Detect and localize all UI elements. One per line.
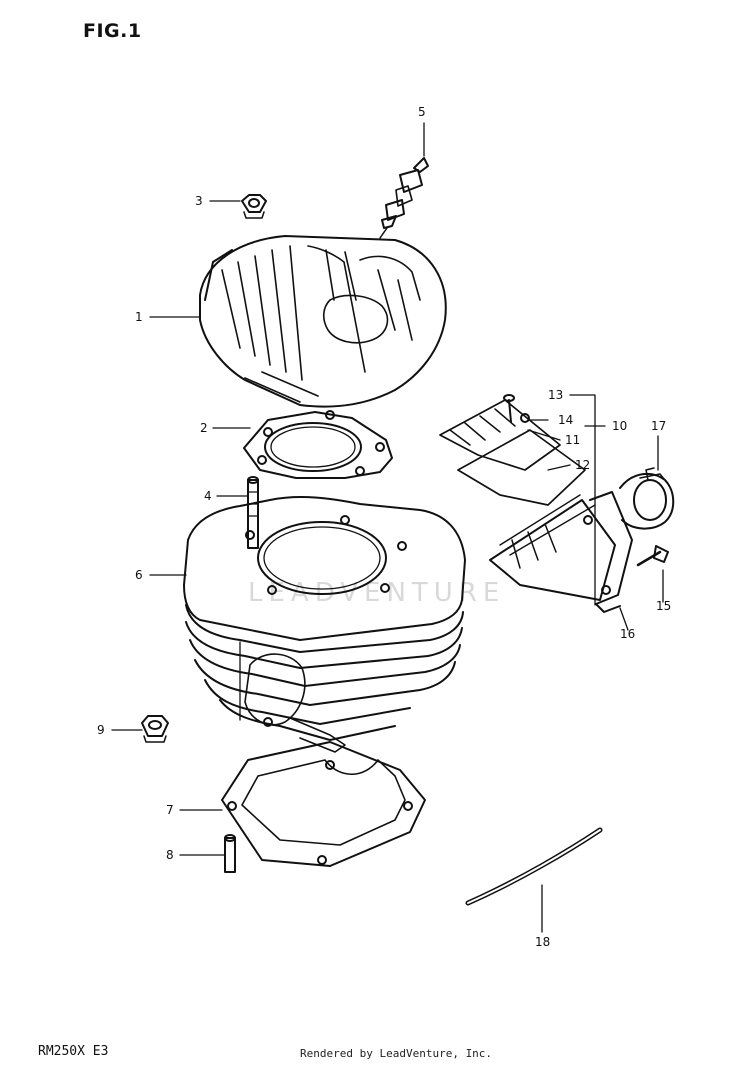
callout-10: 10 — [612, 419, 628, 433]
callout-17: 17 — [651, 419, 667, 433]
callout-3: 3 — [195, 194, 203, 208]
reed-bolt[interactable] — [636, 545, 669, 567]
callout-12: 12 — [575, 458, 591, 472]
callout-18: 18 — [535, 935, 551, 949]
cylinder[interactable] — [183, 496, 466, 753]
callout-11: 11 — [565, 433, 581, 447]
callout-6: 6 — [135, 568, 143, 582]
model-code: RM250X E3 — [38, 1044, 109, 1059]
figure-title: FIG.1 — [83, 20, 142, 42]
spark-plug[interactable] — [379, 157, 429, 239]
intake-pipe[interactable] — [619, 467, 675, 530]
render-credit: Rendered by LeadVenture, Inc. — [300, 1047, 493, 1060]
head-gasket[interactable] — [243, 410, 393, 479]
callout-8: 8 — [166, 848, 174, 862]
callout-5: 5 — [418, 105, 426, 119]
callout-16: 16 — [620, 627, 636, 641]
watermark: LEADVENTURE — [248, 578, 506, 608]
callout-4: 4 — [204, 489, 212, 503]
cylinder-head[interactable] — [199, 235, 447, 408]
base-gasket[interactable] — [221, 741, 426, 867]
dowel-pin[interactable] — [224, 834, 236, 873]
cylinder-nut[interactable] — [141, 715, 169, 743]
callout-2: 2 — [200, 421, 208, 435]
callout-15: 15 — [656, 599, 672, 613]
callout-9: 9 — [97, 723, 105, 737]
reed-screw[interactable] — [503, 394, 515, 423]
leader-lines — [111, 122, 664, 933]
callout-1: 1 — [135, 310, 143, 324]
callout-7: 7 — [166, 803, 174, 817]
breather-hose[interactable] — [465, 827, 603, 906]
reed-valve-assembly[interactable] — [439, 399, 633, 613]
callout-14: 14 — [558, 413, 574, 427]
head-nut[interactable] — [241, 194, 267, 219]
reed-washer[interactable] — [520, 413, 530, 423]
callout-13: 13 — [548, 388, 564, 402]
